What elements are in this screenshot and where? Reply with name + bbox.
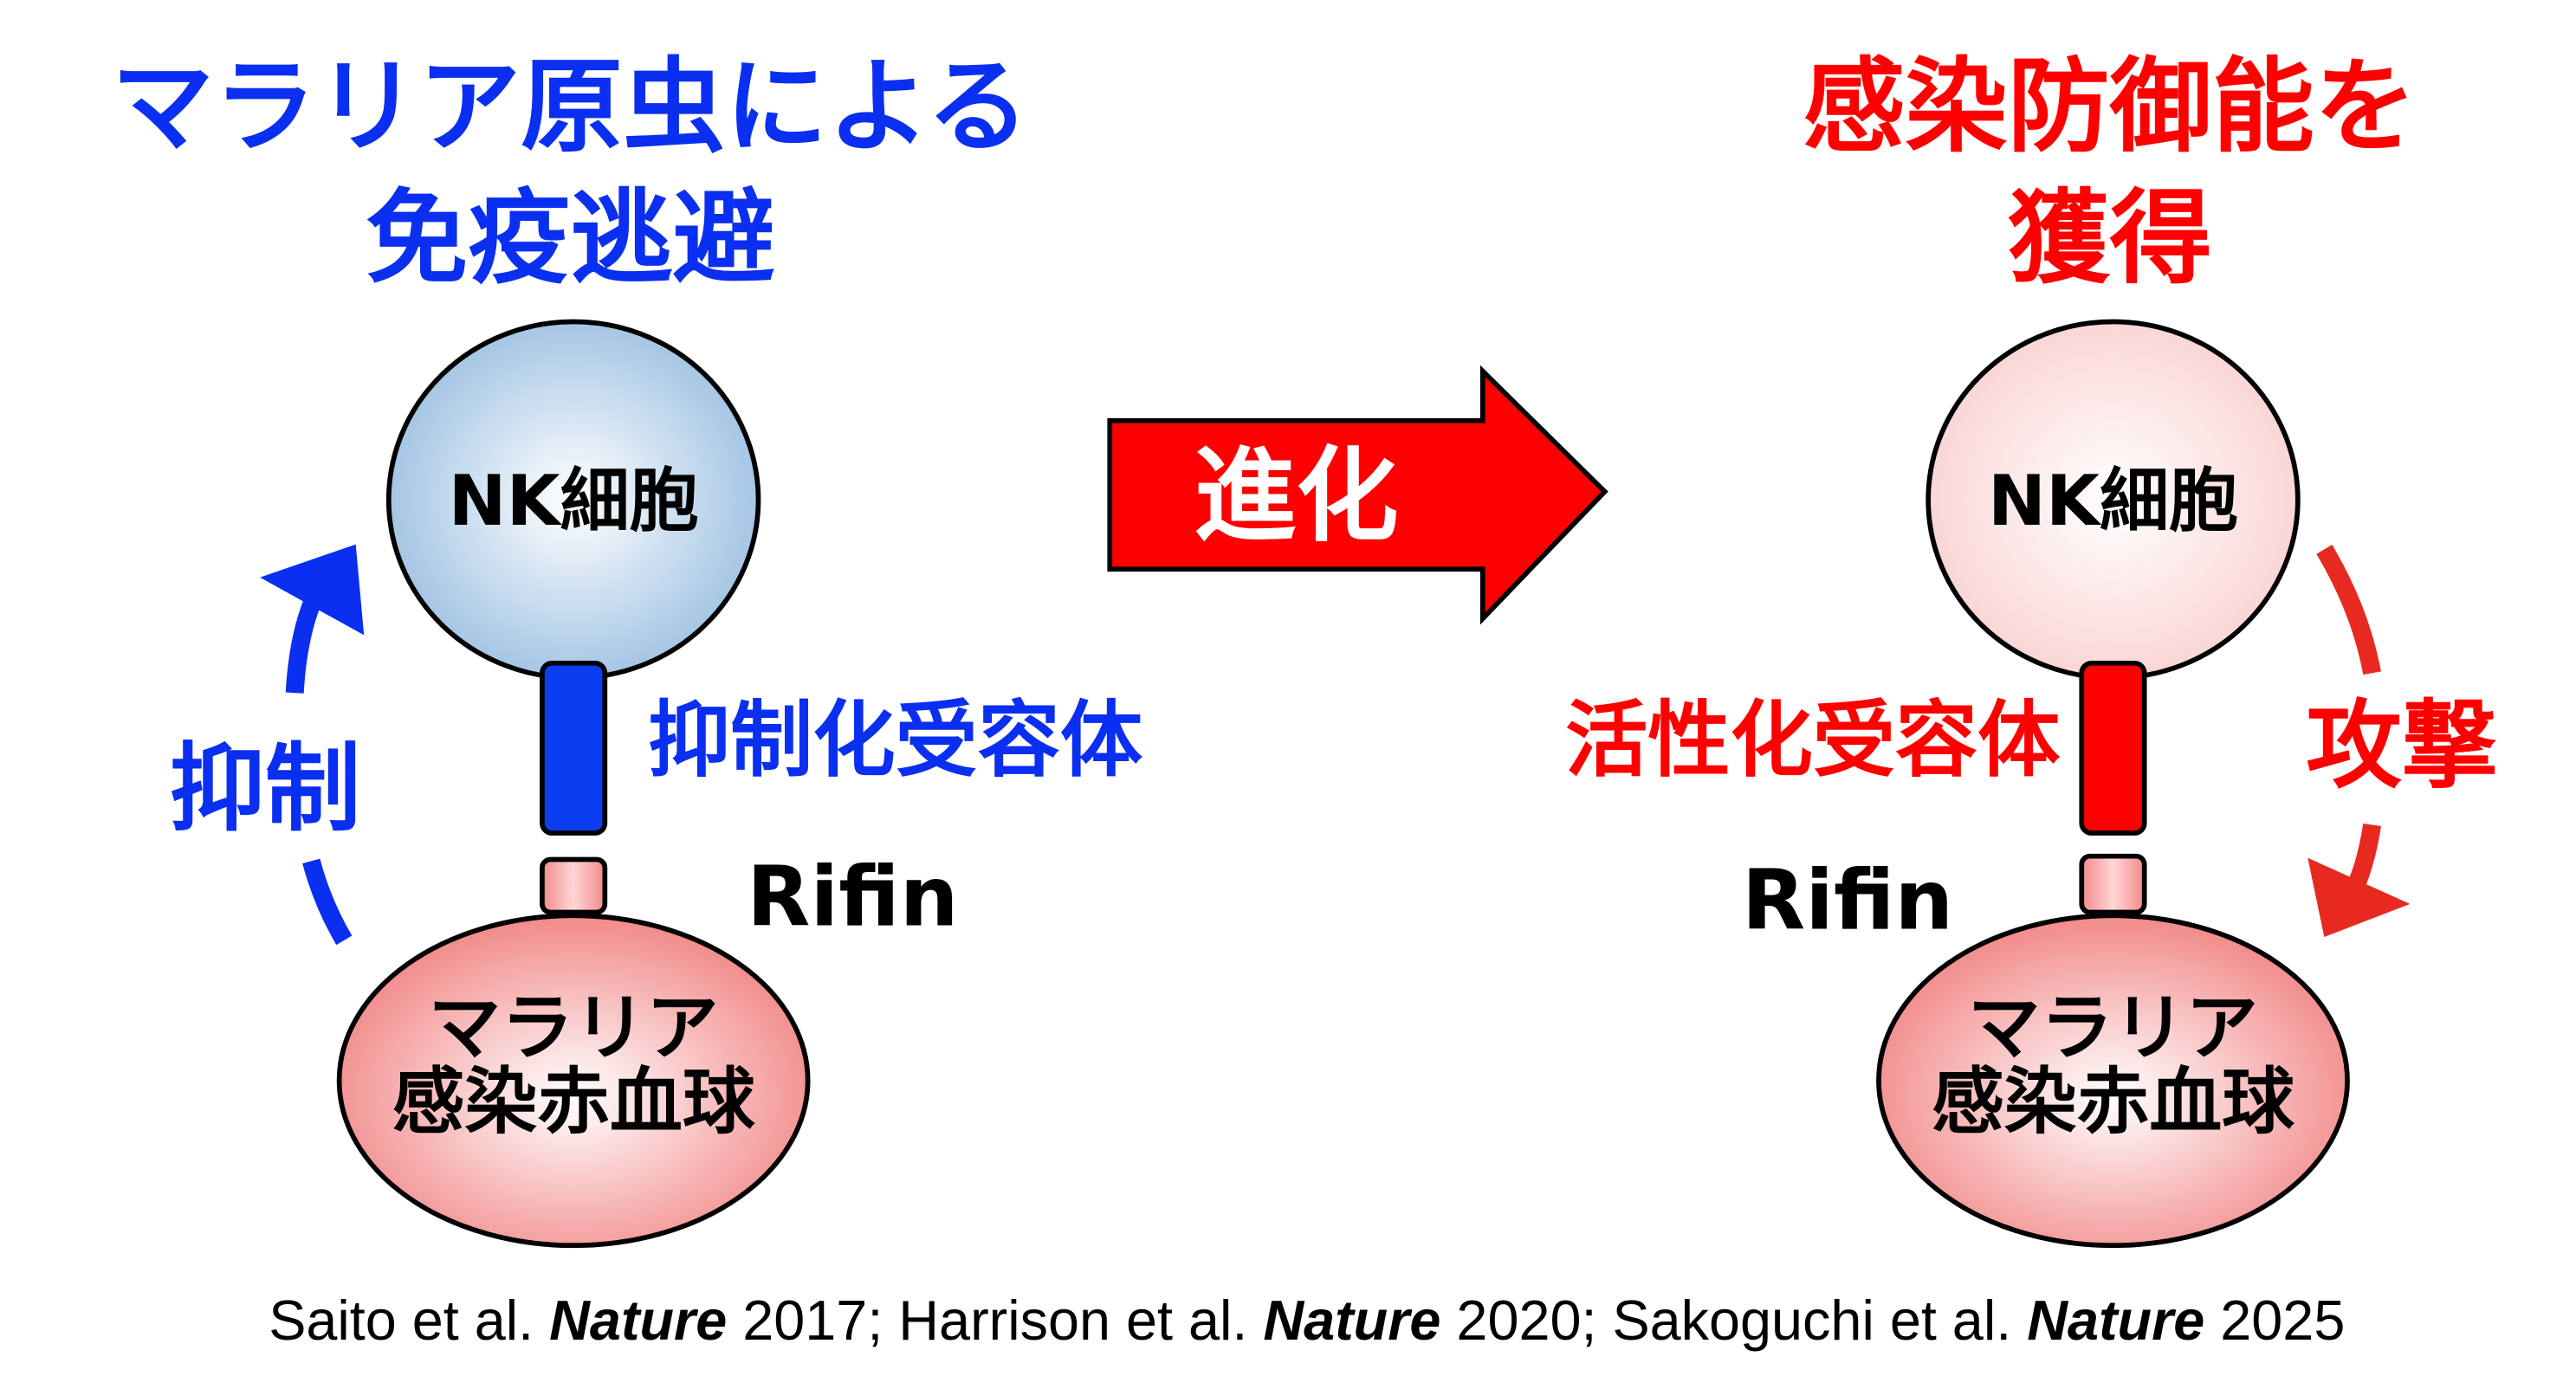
citation: Saito et al. Nature 2017; Harrison et al…	[191, 1289, 2392, 1352]
malaria-infected-rbc	[336, 913, 811, 1249]
pink-rifin-stub	[2079, 853, 2147, 915]
pink-rifin-stub	[540, 856, 608, 915]
rbc-label-line2: 感染赤血球	[392, 1059, 755, 1144]
right-title-line1: 感染防御能を	[1803, 47, 2417, 166]
nk-cell-label: NK細胞	[449, 461, 699, 541]
left-panel: マラリア原虫による 免疫逃避 マラリア 感染赤血球 NK細胞 抑制化受容体 Ri…	[112, 47, 1143, 1249]
inhibition-arrow-upper	[285, 593, 323, 694]
inhibition-arrow-lower	[302, 858, 353, 946]
right-panel: 感染防御能を 獲得 マラリア 感染赤血球 NK細胞 活性化受容体 Rifin 攻…	[1565, 47, 2497, 1249]
left-title-line2: 免疫逃避	[366, 178, 774, 298]
inhibition-label: 抑制	[169, 733, 360, 845]
rifin-label: Rifin	[747, 850, 958, 946]
left-title-line1: マラリア原虫による	[112, 47, 1029, 166]
attack-arrow-lower	[2348, 823, 2381, 887]
attack-label: 攻撃	[2306, 690, 2497, 802]
rbc-label-line2: 感染赤血球	[1932, 1059, 2294, 1144]
rbc-label-line1: マラリア	[429, 985, 719, 1069]
activating-receptor-label: 活性化受容体	[1565, 694, 2061, 789]
evolution-arrow: 進化	[1107, 365, 1608, 625]
inhibitory-receptor	[540, 660, 608, 836]
evolution-label: 進化	[1194, 436, 1398, 555]
inhibitory-receptor-label: 抑制化受容体	[648, 694, 1143, 789]
malaria-infected-rbc	[1876, 913, 2350, 1249]
activating-receptor	[2079, 660, 2147, 836]
inhibition-arrowhead-icon	[260, 544, 365, 636]
evolution-arrow-shape	[1107, 365, 1608, 625]
attack-arrow-upper	[2316, 545, 2381, 675]
rbc-label-line1: マラリア	[1968, 985, 2258, 1069]
attack-arrowhead-icon	[2307, 857, 2411, 938]
rifin-label: Rifin	[1742, 854, 1953, 949]
right-title-line2: 獲得	[2008, 178, 2212, 298]
nk-cell-label: NK細胞	[1988, 461, 2238, 541]
